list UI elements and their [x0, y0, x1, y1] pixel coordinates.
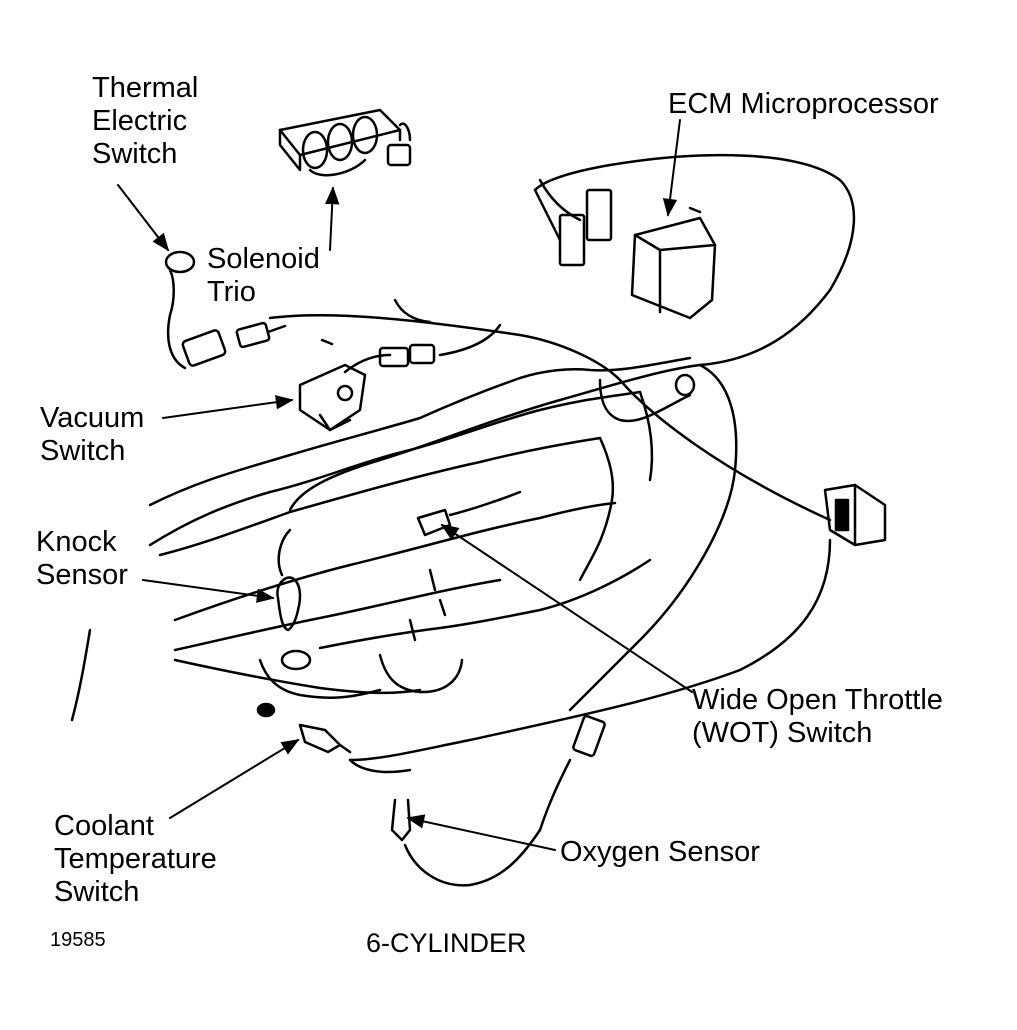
harness-connector-part: [823, 483, 887, 547]
label-knock-sensor: Knock Sensor: [36, 526, 128, 591]
solenoid-trio-part: [278, 108, 412, 177]
ecm-part: [533, 178, 717, 320]
coolant-switch-part: [298, 723, 352, 754]
leader-arrows: [117, 119, 693, 851]
knock-sensor-part: [276, 576, 302, 632]
label-vacuum-switch: Vacuum Switch: [40, 402, 145, 467]
label-solenoid-trio: Solenoid Trio: [207, 243, 320, 308]
label-oxygen-sensor: Oxygen Sensor: [560, 836, 760, 868]
engine-block: [70, 356, 692, 722]
diagram-caption: 6-CYLINDER: [366, 928, 527, 958]
wot-switch-part: [416, 490, 522, 537]
thermal-electric-switch-part: [164, 250, 334, 370]
label-ecm-microprocessor: ECM Microprocessor: [668, 88, 939, 120]
figure-number: 19585: [50, 929, 106, 951]
wiring-harness: [268, 153, 856, 774]
label-thermal-electric-switch: Thermal Electric Switch: [92, 72, 199, 170]
label-coolant-temperature-switch: Coolant Temperature Switch: [54, 810, 217, 908]
label-wot-switch: Wide Open Throttle (WOT) Switch: [692, 684, 943, 749]
vacuum-switch-part: [298, 343, 436, 432]
